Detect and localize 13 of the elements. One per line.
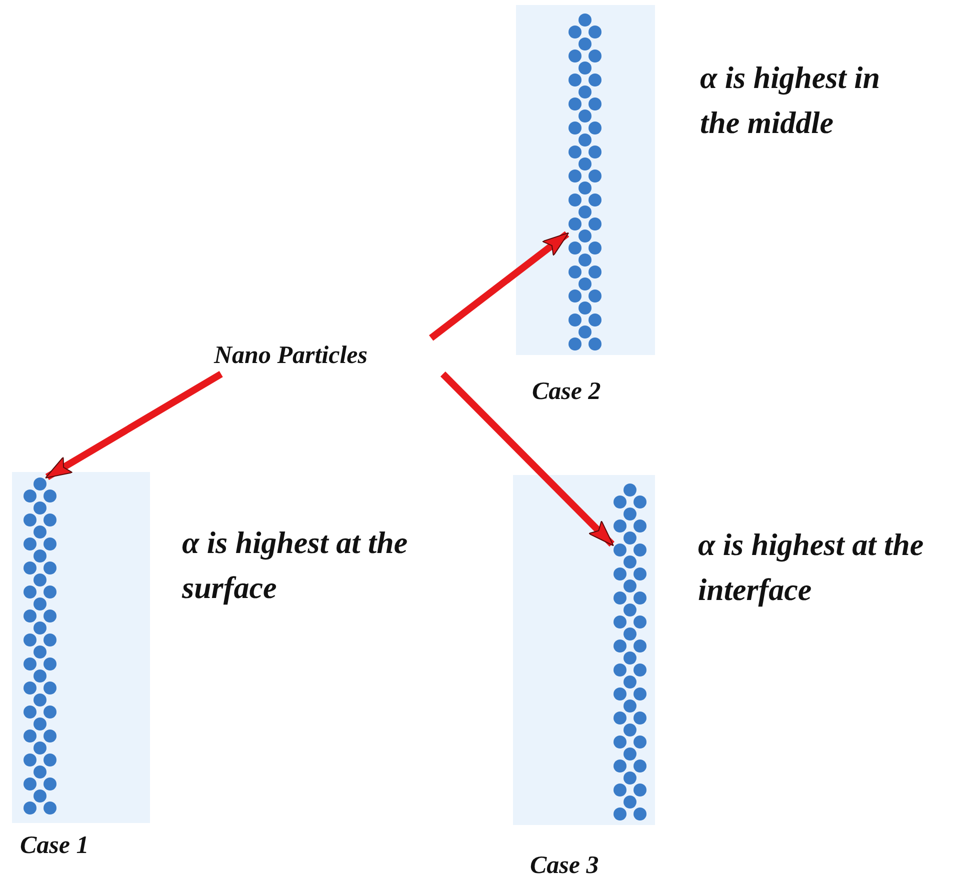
- arrow: [44, 370, 223, 480]
- layer-panel: [12, 472, 150, 823]
- annotation-text: α is highest in the middle: [700, 59, 881, 142]
- layer-panel: [513, 475, 655, 825]
- annotation-text: α is highest at the surface: [182, 524, 409, 607]
- callout-text: Nano Particles: [214, 338, 368, 374]
- layer-panel: [516, 5, 655, 355]
- arrow: [429, 231, 570, 341]
- annotation-text: α is highest at the interface: [698, 526, 925, 609]
- case-caption: Case 1: [20, 832, 89, 860]
- case-caption: Case 2: [532, 378, 601, 406]
- case-caption: Case 3: [530, 852, 599, 880]
- arrow: [440, 372, 614, 547]
